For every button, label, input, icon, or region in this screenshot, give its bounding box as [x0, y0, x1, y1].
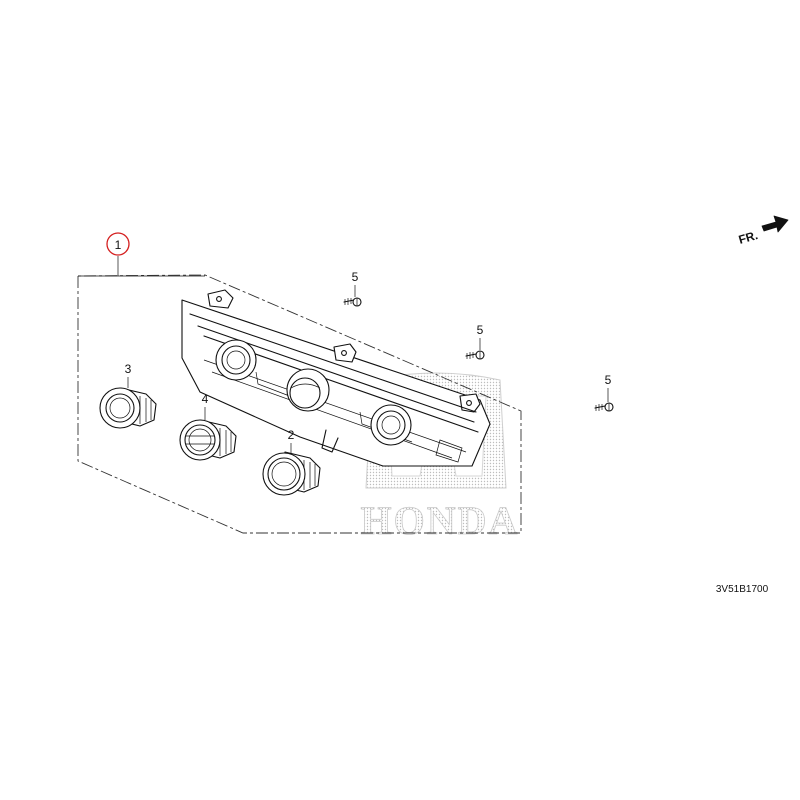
callout-number: 5 [605, 373, 612, 387]
knob-part-2[interactable] [262, 451, 321, 496]
knob-part-4[interactable] [179, 419, 237, 461]
screw-part-5-b[interactable] [465, 350, 485, 360]
assembly-outline [77, 274, 522, 534]
front-direction-indicator: FR. [737, 215, 789, 247]
callout-part-1[interactable]: 1 [78, 232, 205, 277]
callout-part-4[interactable]: 4 [202, 392, 209, 420]
screw-part-5-a[interactable] [343, 297, 362, 307]
highlight-circle [106, 232, 130, 256]
callout-number: 5 [352, 270, 359, 284]
control-panel[interactable] [181, 289, 491, 467]
direction-label: FR. [737, 228, 759, 247]
arrow-right-icon [761, 215, 789, 233]
callout-part-5-a[interactable]: 5 [352, 270, 359, 297]
panel-dial-center[interactable] [286, 368, 330, 412]
diagram-code: 3V51B1700 [716, 584, 769, 595]
panel-dial-right[interactable] [370, 404, 412, 446]
screw-part-5-c[interactable] [594, 402, 614, 412]
knob-part-3[interactable] [99, 387, 157, 429]
callout-part-5-b[interactable]: 5 [477, 323, 484, 350]
callout-number: 1 [115, 238, 122, 252]
callout-part-2[interactable]: 2 [288, 428, 295, 454]
panel-dial-left[interactable] [215, 339, 257, 381]
callout-number: 5 [477, 323, 484, 337]
callout-part-5-c[interactable]: 5 [605, 373, 612, 402]
callout-number: 2 [288, 428, 295, 442]
callout-number: 4 [202, 392, 209, 406]
watermark-text: HONDA [361, 498, 520, 543]
callout-part-3[interactable]: 3 [125, 362, 132, 388]
callout-number: 3 [125, 362, 132, 376]
